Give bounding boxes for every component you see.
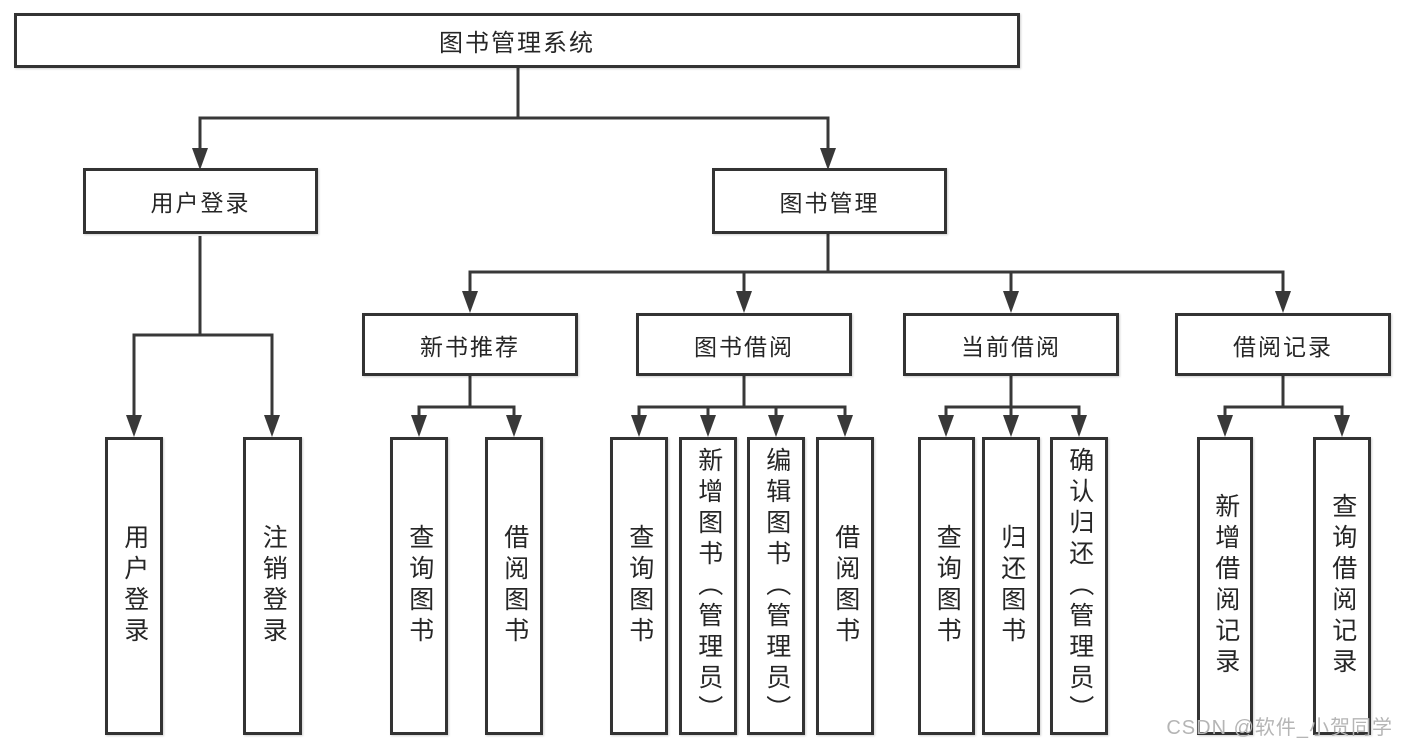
node-label: 查询图书 <box>933 524 962 648</box>
leaf-logout: 注销登录 <box>243 437 302 735</box>
arrowhead <box>1334 415 1350 437</box>
node-label: 用户登录 <box>120 524 149 648</box>
node-label: 查询图书 <box>405 524 434 648</box>
arrowhead <box>631 415 647 437</box>
node-current-borrow: 当前借阅 <box>903 313 1119 376</box>
arrowhead <box>837 415 853 437</box>
node-book-borrow: 图书借阅 <box>636 313 852 376</box>
node-label: 查询借阅记录 <box>1328 493 1357 679</box>
connector-records-children <box>1223 376 1344 421</box>
node-label: 图书借阅 <box>694 333 794 360</box>
connector-user-login-children <box>132 236 274 419</box>
arrowhead <box>192 148 208 170</box>
arrowhead <box>506 415 522 437</box>
arrowhead <box>700 415 716 437</box>
connector-recommend-children <box>417 376 516 421</box>
node-label: 新增借阅记录 <box>1211 493 1240 679</box>
node-new-book-recommend: 新书推荐 <box>362 313 578 376</box>
node-label: 借阅图书 <box>500 524 529 648</box>
leaf-query-borrow-record: 查询借阅记录 <box>1313 437 1371 735</box>
arrowhead <box>462 291 478 313</box>
arrowhead <box>768 415 784 437</box>
connector-root-to-level2 <box>198 68 830 152</box>
arrowhead <box>938 415 954 437</box>
arrowhead <box>264 415 280 437</box>
node-label: 查询图书 <box>625 524 654 648</box>
node-borrow-records: 借阅记录 <box>1175 313 1391 376</box>
leaf-confirm-return-admin: 确认归还（管理员） <box>1050 437 1108 735</box>
node-library-system: 图书管理系统 <box>14 13 1020 68</box>
watermark: CSDN @软件_小贺同学 <box>1166 717 1393 739</box>
arrowhead <box>1003 415 1019 437</box>
leaf-borrow-books: 借阅图书 <box>816 437 874 735</box>
arrowhead <box>1275 291 1291 313</box>
leaf-add-borrow-record: 新增借阅记录 <box>1197 437 1253 735</box>
arrowhead <box>736 291 752 313</box>
leaf-return-book: 归还图书 <box>982 437 1040 735</box>
node-label: 注销登录 <box>259 524 288 648</box>
leaf-user-login: 用户登录 <box>105 437 163 735</box>
node-label: 新书推荐 <box>420 333 520 360</box>
arrowhead <box>1003 291 1019 313</box>
connector-current-children <box>944 376 1081 421</box>
node-book-management: 图书管理 <box>712 168 947 234</box>
connector-borrow-children <box>637 376 847 421</box>
node-user-login: 用户登录 <box>83 168 318 234</box>
leaf-edit-book-admin: 编辑图书（管理员） <box>747 437 805 735</box>
leaf-query-books-borrow: 查询图书 <box>610 437 668 735</box>
arrowhead <box>126 415 142 437</box>
connector-book-management-children <box>468 234 1285 295</box>
node-label: 借阅图书 <box>831 524 860 648</box>
arrowhead <box>1217 415 1233 437</box>
leaf-query-books-recommend: 查询图书 <box>390 437 448 735</box>
node-label: 确认归还（管理员） <box>1065 446 1094 726</box>
arrowhead <box>1071 415 1087 437</box>
node-label: 当前借阅 <box>961 333 1061 360</box>
leaf-add-book-admin: 新增图书（管理员） <box>679 437 737 735</box>
leaf-query-books-current: 查询图书 <box>918 437 975 735</box>
node-label: 图书管理 <box>779 190 880 216</box>
arrowhead <box>411 415 427 437</box>
node-label: 借阅记录 <box>1233 333 1333 360</box>
node-label: 编辑图书（管理员） <box>762 446 791 726</box>
arrowhead <box>820 148 836 170</box>
node-label: 归还图书 <box>997 524 1026 648</box>
node-label: 图书管理系统 <box>439 30 595 57</box>
node-label: 用户登录 <box>150 190 251 216</box>
node-label: 新增图书（管理员） <box>694 446 723 726</box>
leaf-borrow-books-recommend: 借阅图书 <box>485 437 543 735</box>
